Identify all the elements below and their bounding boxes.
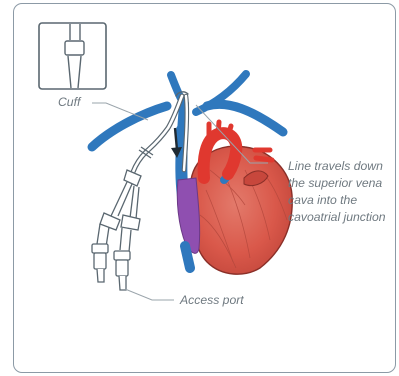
description-line-2: the superior vena [288,176,382,190]
access-port-label: Access port [179,293,244,307]
description-line-1: Line travels down [288,159,383,173]
catheter-external-lines [92,147,153,290]
catheter-inset-icon [39,23,106,89]
description-line-4: cavoatrial junction [288,210,386,224]
cuff-label: Cuff [58,95,82,109]
heart-illustration [177,122,292,274]
description-line-3: cava into the [288,193,357,207]
